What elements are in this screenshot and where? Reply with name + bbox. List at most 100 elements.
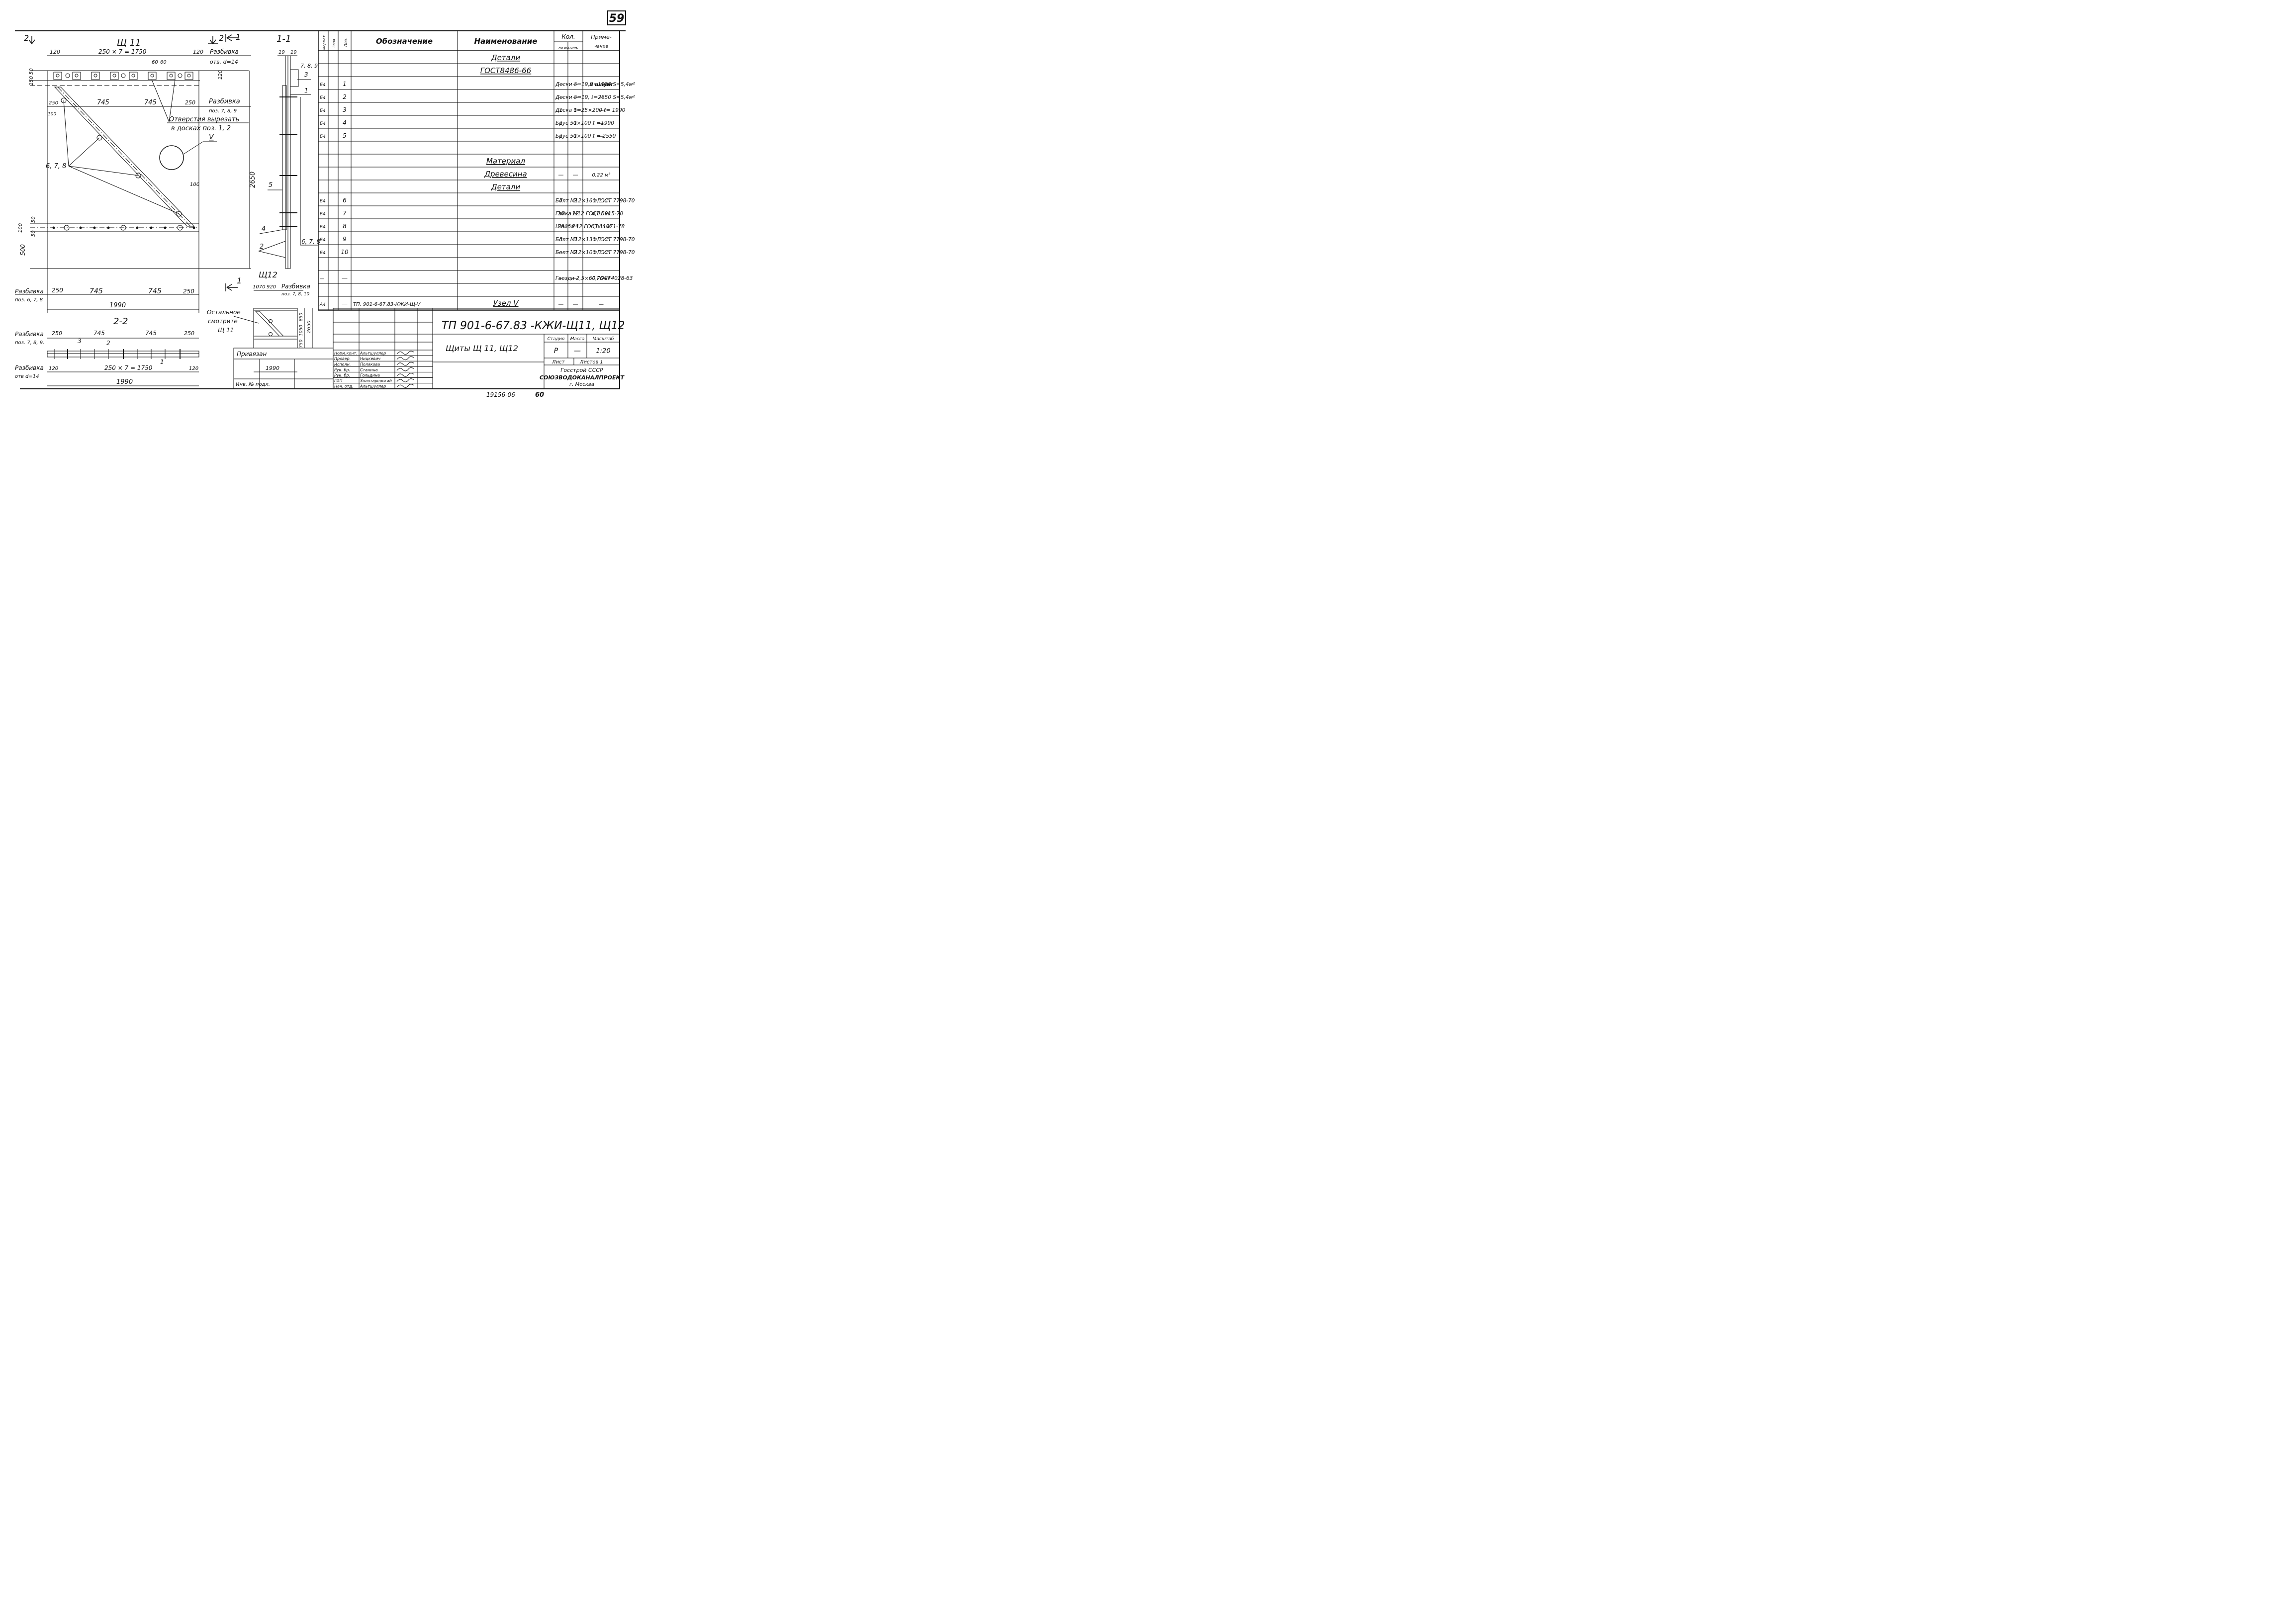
spec-header-designation: Обозначение (376, 37, 433, 46)
spec-cell-pos: 7 (343, 210, 347, 217)
spec-cell-qty2: 2 (574, 249, 577, 256)
s22-layout-label: Разбивка (15, 331, 44, 338)
tb-org1: Госстрой СССР (560, 367, 603, 373)
p12-layout-sub: поз. 7, 8, 10 (281, 292, 310, 297)
bottom-dim-745-b: 745 (148, 287, 162, 295)
spec-cell-note: — (599, 134, 604, 139)
spec-cell-qty1: 1 (559, 120, 563, 126)
tb-role: ГИП (334, 379, 342, 383)
spec-header-qty: Кол. (561, 33, 575, 40)
tb-stage-h: Стадия (548, 337, 565, 342)
bolt-ref-678: 6, 7, 8 (46, 163, 66, 170)
spec-cell-pos: 9 (343, 236, 347, 243)
spec-cell-note: 0,1 кг (594, 198, 609, 204)
dim-250-a: 250 (49, 100, 58, 106)
panel11-title: Щ 11 (117, 38, 141, 48)
s22-dim-1990: 1990 (116, 378, 133, 386)
drawing-sheet: 59 2 Щ 11 2 1 120 250 × 7 = 1750 120 Раз… (15, 10, 635, 398)
dim-745-b: 745 (144, 99, 157, 106)
section-1-1-title: 1-1 (276, 34, 291, 44)
spec-header-format: Формат (322, 35, 326, 50)
spec-cell-pos: 2 (343, 93, 347, 100)
specification-table: Формат Зона Поз. Обозначение Наименовани… (318, 30, 635, 311)
sec11-pos-4: 4 (262, 225, 266, 233)
s22-pos-1: 1 (160, 359, 164, 365)
panel12-title: Щ12 (259, 270, 277, 279)
dim-100-small: 100 (48, 112, 56, 117)
sec11-pos-789: 7, 8, 9 (300, 63, 318, 69)
spec-cell-qty2: 1 (574, 120, 577, 126)
tb-stage: Р (554, 347, 558, 355)
spec-cell-qty1: — (558, 249, 564, 256)
footer-page: 60 (535, 391, 544, 398)
tb-role: Рук. бр. (334, 373, 350, 378)
spec-cell-qty2: — (573, 301, 578, 307)
tb-person: Гольдина (360, 373, 380, 378)
tb-mass: — (574, 347, 581, 355)
sec11-pos-5: 5 (269, 181, 273, 189)
tb-signature (396, 384, 414, 388)
spec-cell-name: Брус 50×100 ℓ = 2550 (555, 133, 616, 139)
dim-120-vert: 120 (218, 70, 223, 80)
holes-note-line2: в досках поз. 1, 2 (171, 125, 231, 132)
tb-mass-h: Масса (570, 337, 585, 342)
spec-header-note: Приме- (591, 34, 611, 40)
spec-cell-name: Болт М12×100 ГОСТ 7798-70 (555, 250, 635, 256)
spec-cell-qty1: 1 (559, 133, 563, 139)
spec-cell-format: Б4 (320, 121, 326, 126)
section-1-1: 1-1 19 19 7, 8, 9 3 1 5 4 2 6, 7, 8 (258, 34, 321, 269)
dim-250-b: 250 (185, 99, 195, 106)
spec-cell-name: Болт М12×130 ГОСТ 7798-70 (555, 237, 635, 243)
spec-cell-qty1: — (558, 81, 564, 88)
spec-cell-qty2: — (573, 81, 578, 88)
bottom-dim-250-a: 250 (52, 287, 63, 294)
s22-dim-1750: 250 × 7 = 1750 (104, 364, 153, 371)
spec-cell-pos: 5 (343, 132, 347, 139)
spec-cell-qty1: — (558, 301, 564, 307)
spec-cell-heading: Материал (486, 157, 526, 166)
bottom-layout-label: Разбивка (15, 288, 44, 295)
dim-1750: 250 × 7 = 1750 (98, 48, 147, 55)
s22-bolts (54, 349, 181, 359)
spec-header-name: Наименование (474, 37, 538, 46)
dim-58-left: 50 (31, 230, 36, 237)
spec-cell-qty2: — (573, 275, 578, 281)
spec-cell-pos: 10 (341, 249, 349, 256)
spec-cell-heading: Детали (491, 53, 520, 62)
tb-person: Альтшуллер (360, 384, 386, 389)
spec-cell-pos: 4 (343, 119, 347, 126)
spec-cell-pos: 8 (343, 223, 347, 230)
spec-header-pos: Поз. (344, 38, 348, 47)
spec-cell-designation: ТП. 901-6-67.83-КЖИ-Щ-V (353, 302, 421, 307)
tb-person: Золотаревский (360, 379, 392, 383)
section-2-2-title: 2-2 (113, 316, 128, 327)
spec-cell-pos: — (342, 274, 348, 281)
dim-50-top: 50 (29, 68, 34, 75)
tb-role: Норм.конт. (334, 351, 358, 356)
sec11-bolts (279, 96, 297, 227)
spec-cell-note: — (599, 108, 604, 113)
s22-pos-3: 3 (78, 338, 82, 345)
s22-dim-745-b: 745 (145, 330, 157, 337)
tb-signature (396, 351, 414, 355)
tb-signature (396, 378, 414, 382)
sec11-pos-678: 6, 7, 8 (301, 238, 321, 245)
spec-cell-qty2: 12 (572, 210, 579, 217)
s22-dim-250-a: 250 (52, 330, 62, 337)
spec-cell-format: Б4 (320, 199, 326, 204)
spec-cell-heading: Древесина (484, 170, 527, 179)
p12-dim-750: 750 (299, 340, 304, 348)
spec-cell-heading: Узел V (493, 299, 520, 308)
spec-cell-qty2: 7 (574, 197, 577, 204)
p12-rest-l3: Щ 11 (218, 327, 234, 334)
p12-dim-1070: 1070 (253, 284, 265, 290)
tb-tied: Привязан (237, 351, 267, 358)
layout-pos789-sub: поз. 7, 8, 9 (209, 108, 237, 114)
spec-cell-qty1: — (558, 172, 564, 178)
top-hole-row (53, 72, 193, 80)
spec-header-qty-sub: на исполн. (558, 46, 578, 50)
view-2-mark-right: 2 (219, 33, 224, 43)
spec-cell-note: — (599, 121, 604, 126)
p12-dim-1050: 1050 (299, 325, 304, 336)
view-1-mark: 1 (236, 32, 241, 42)
